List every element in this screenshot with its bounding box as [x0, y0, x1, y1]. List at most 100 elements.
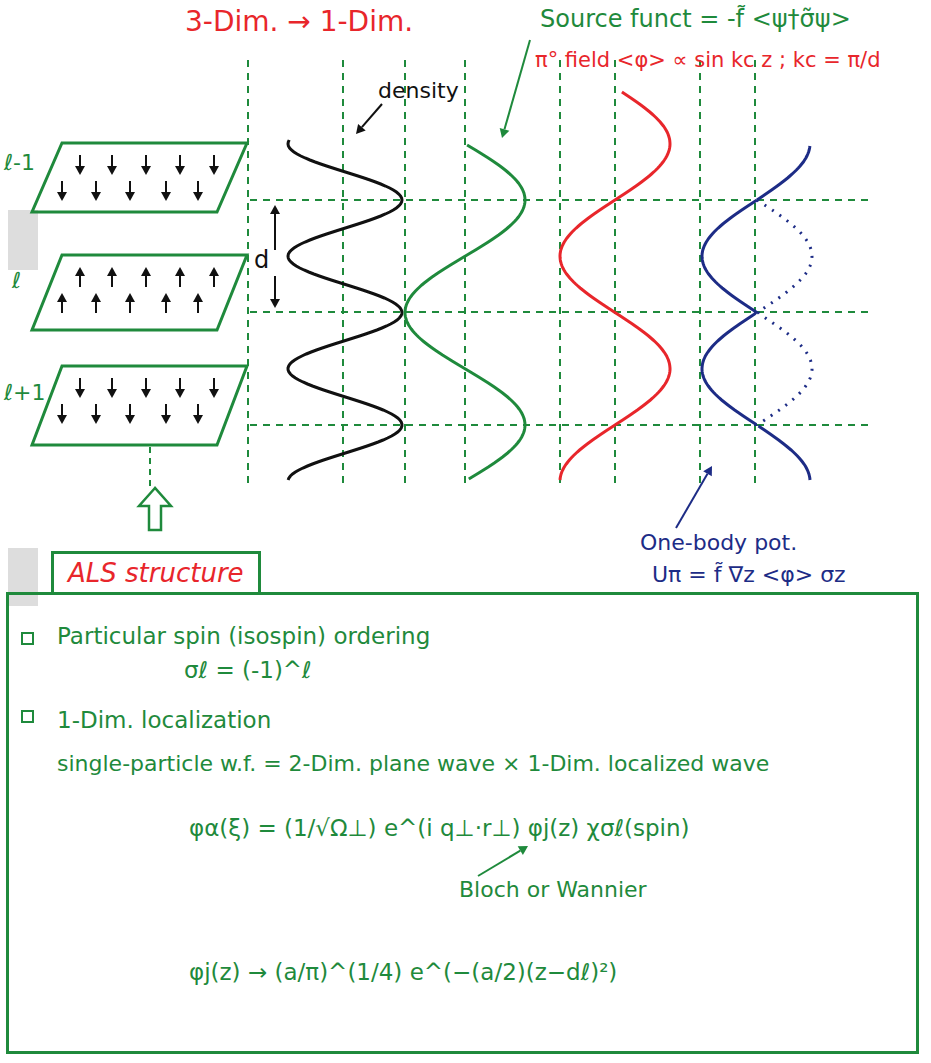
bullet-square [22, 711, 33, 722]
spin-arrow-head [125, 192, 135, 201]
spin-arrow [95, 302, 97, 313]
spin-arrow [111, 276, 113, 287]
spin-arrow-head [161, 415, 171, 424]
spin-arrow [129, 181, 131, 192]
spin-arrow [165, 181, 167, 192]
spin-arrow [213, 276, 215, 287]
panel-text: 1-Dim. localization [57, 707, 271, 733]
spin-arrow [145, 378, 147, 389]
spin-arrow [213, 378, 215, 389]
spin-arrow [179, 155, 181, 166]
panel-text: single-particle w.f. = 2-Dim. plane wave… [57, 751, 769, 776]
leader-arrow [478, 851, 520, 876]
dimension-label: d [254, 247, 269, 275]
spin-arrow-head [209, 267, 219, 276]
spin-arrow-head [75, 267, 85, 276]
panel-text: Bloch or Wannier [459, 877, 647, 902]
layer-plane [32, 143, 247, 212]
layer-plane [32, 255, 247, 330]
leader-arrow [362, 104, 382, 127]
spin-arrow-head [57, 293, 67, 302]
grid-line [614, 60, 616, 485]
spin-arrow-head [209, 166, 219, 175]
potential-label: One-body pot. [640, 530, 797, 555]
leader-arrow-head [356, 124, 366, 134]
spin-arrow-head [125, 415, 135, 424]
spin-arrow-head [91, 293, 101, 302]
source-curve [405, 145, 525, 479]
spin-arrow-head [209, 389, 219, 398]
spin-arrow [165, 404, 167, 415]
leader-arrow-head [500, 128, 510, 138]
gray-patch [8, 210, 38, 270]
spin-arrow-head [141, 267, 151, 276]
curve-label: density [378, 78, 459, 103]
spin-arrow [61, 404, 63, 415]
grid-line [754, 60, 756, 485]
spin-arrow [79, 155, 81, 166]
dimension-arrow [274, 214, 276, 250]
potential-dotted [757, 200, 812, 426]
spin-arrow-head [57, 192, 67, 201]
leader-arrow [504, 40, 530, 129]
spin-arrow [79, 378, 81, 389]
spin-arrow [111, 155, 113, 166]
grid-line [464, 60, 466, 485]
spin-arrow [61, 302, 63, 313]
layer-label: ℓ-1 [4, 150, 35, 175]
grid-line [342, 60, 344, 485]
spin-arrow-head [161, 192, 171, 201]
spin-arrow-head [91, 192, 101, 201]
spin-arrow-head [107, 166, 117, 175]
spin-arrow-head [125, 293, 135, 302]
leader-arrow-head [518, 846, 528, 855]
spin-arrow-head [193, 192, 203, 201]
spin-arrow [129, 404, 131, 415]
potential-curve [702, 200, 757, 426]
spin-arrow-head [193, 415, 203, 424]
hollow-arrow [139, 488, 171, 530]
grid-line [559, 60, 561, 485]
layer-label: ℓ [12, 268, 21, 293]
layer-label: ℓ+1 [4, 380, 46, 405]
leader-arrow [676, 474, 707, 528]
density-curve [288, 140, 402, 480]
potential-formula: Uπ = f̃ ∇z <φ> σz [652, 562, 846, 587]
source-label: Source funct = -f̃ <ψ†σ̃ψ> [540, 6, 851, 34]
grid-line [250, 199, 870, 201]
content-panel: Particular spin (isospin) orderingσℓ = (… [6, 592, 919, 1054]
layer-plane [32, 366, 247, 445]
panel-text: φα(ξ) = (1/√Ω⊥) e^(i q⊥·r⊥) φj(z) χσℓ(sp… [189, 815, 689, 841]
spin-arrow-head [75, 166, 85, 175]
spin-arrow-head [193, 293, 203, 302]
bullet-square [22, 633, 33, 644]
heading-box: ALS structure [51, 551, 261, 595]
spin-arrow [179, 378, 181, 389]
dimension-arrow [274, 276, 276, 299]
spin-arrow-head [161, 293, 171, 302]
spin-arrow [129, 302, 131, 313]
panel-text: σℓ = (-1)^ℓ [184, 657, 312, 683]
spin-arrow-head [75, 389, 85, 398]
spin-arrow [79, 276, 81, 287]
axis-line [149, 447, 151, 486]
gray-patch [8, 548, 38, 606]
leader-arrow-head [703, 466, 712, 476]
spin-arrow-head [175, 166, 185, 175]
grid-line [250, 424, 870, 426]
spin-arrow [197, 302, 199, 313]
spin-arrow [95, 404, 97, 415]
spin-arrow-head [175, 389, 185, 398]
spin-arrow [197, 404, 199, 415]
spin-arrow [61, 181, 63, 192]
grid-line [404, 60, 406, 485]
panel-text: φj(z) → (a/π)^(1/4) e^(−(a/2)(z−dℓ)²) [189, 959, 617, 985]
grid-line [699, 60, 701, 485]
diagram-title: 3-Dim. → 1-Dim. [185, 6, 413, 38]
spin-arrow [213, 155, 215, 166]
spin-arrow-head [91, 415, 101, 424]
grid-line [250, 311, 870, 313]
potential-curve [759, 426, 811, 480]
dimension-arrow-head [270, 205, 280, 214]
